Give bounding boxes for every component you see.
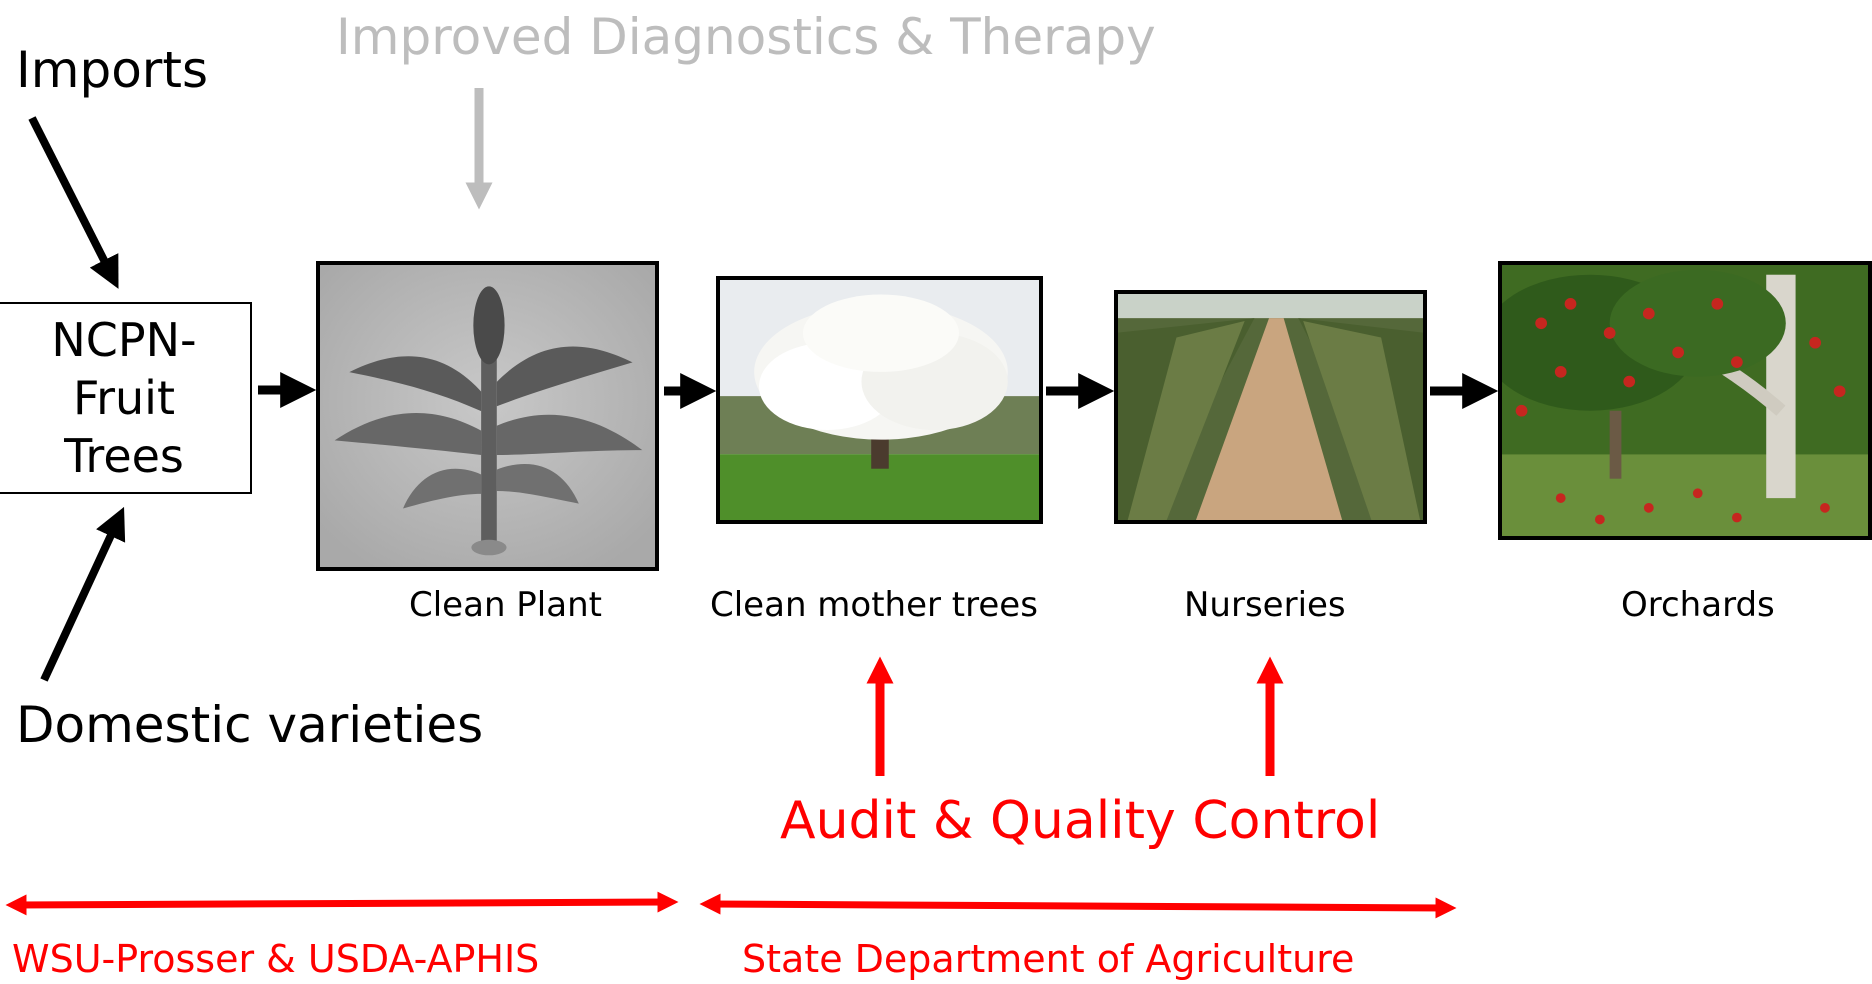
state-department-span-arrow xyxy=(699,893,1457,919)
clean-mother-trees-image xyxy=(716,276,1043,524)
nurseries-image xyxy=(1114,290,1427,524)
clean-plant-caption: Clean Plant xyxy=(409,585,602,625)
imports-arrow xyxy=(28,116,119,289)
nurseries-caption: Nurseries xyxy=(1184,585,1346,625)
state-department-label: State Department of Agriculture xyxy=(742,937,1355,981)
clean-mother-trees-caption: Clean mother trees xyxy=(710,585,1038,625)
audit-quality-control-label: Audit & Quality Control xyxy=(780,791,1381,851)
diagnostics-label: Improved Diagnostics & Therapy xyxy=(336,8,1156,66)
ncpn-fruit-trees-label: NCPN- Fruit Trees xyxy=(51,313,197,483)
wsu-usda-label: WSU-Prosser & USDA-APHIS xyxy=(12,937,540,981)
ncpn-fruit-trees-box: NCPN- Fruit Trees xyxy=(0,302,252,494)
domestic-varieties-label: Domestic varieties xyxy=(16,696,484,754)
domestic-arrow xyxy=(40,506,126,682)
orchards-caption: Orchards xyxy=(1621,585,1775,625)
orchards-image xyxy=(1498,261,1872,540)
clean-plant-image xyxy=(316,261,659,571)
wsu-usda-span-arrow xyxy=(5,891,679,916)
imports-label: Imports xyxy=(16,41,208,99)
